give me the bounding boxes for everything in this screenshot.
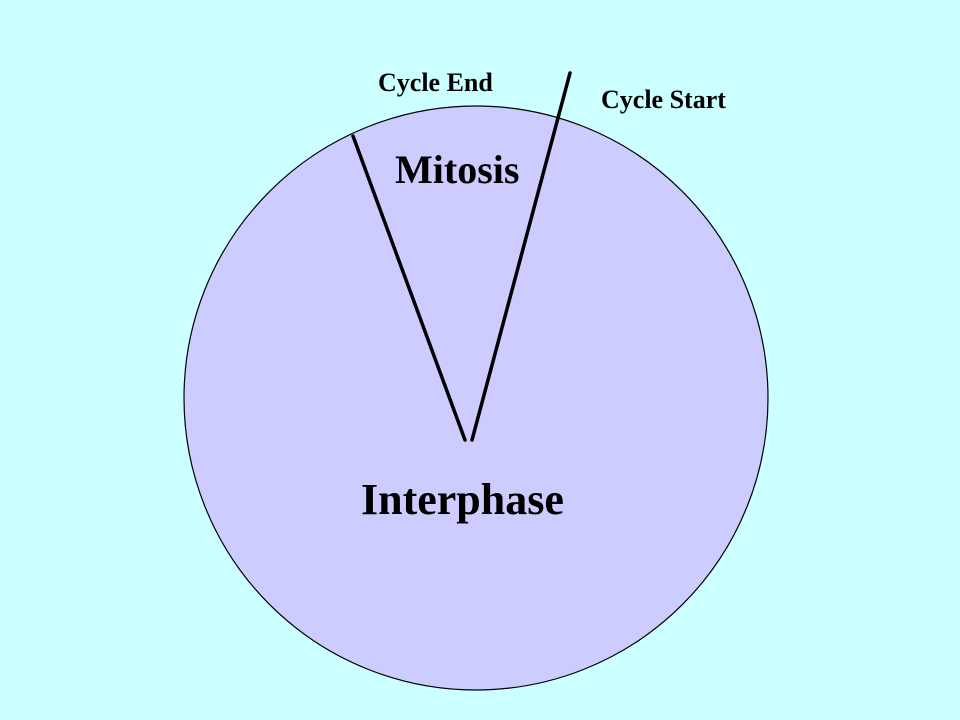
cell-cycle-circle [183,105,769,691]
mitosis-label: Mitosis [395,147,520,192]
cycle-start-line [470,71,572,442]
cycle-start-label: Cycle Start [601,85,726,114]
cycle-end-line [351,134,467,442]
cycle-end-label: Cycle End [378,68,493,97]
interphase-label: Interphase [361,475,564,524]
